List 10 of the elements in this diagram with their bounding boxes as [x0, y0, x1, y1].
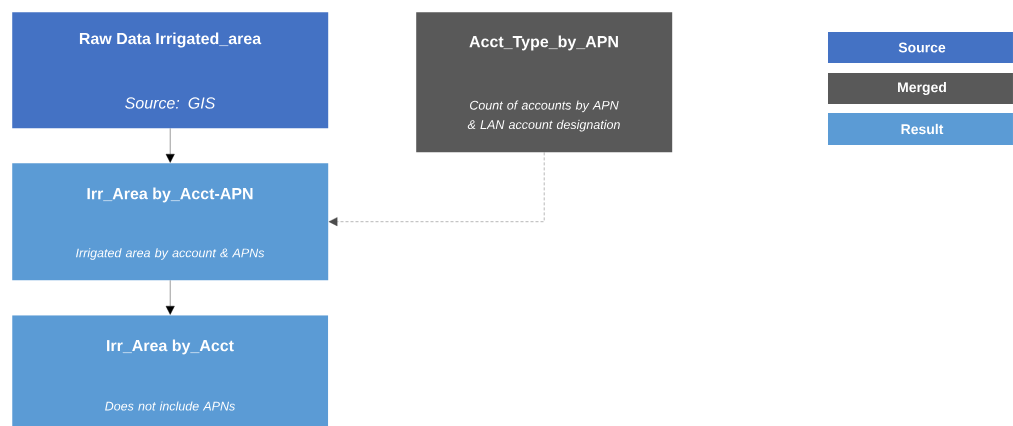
- process-box: Acct_Type_by_APN Count of accounts by APN & LAN account designation: [416, 12, 673, 153]
- legend-item: Source: [828, 32, 1013, 63]
- arrow: [165, 128, 175, 163]
- process-box: Irr_Area by_Acct-APN Irrigated area by account & APNs: [12, 163, 329, 281]
- legend-item: Result: [828, 113, 1013, 145]
- process-box: Irr_Area by_Acct Does not include APNs: [12, 315, 329, 426]
- arrow: [165, 280, 175, 315]
- arrow: [328, 152, 545, 227]
- process-box: Raw Data Irrigated_area Source: GIS: [12, 12, 329, 129]
- legend-item: Merged: [828, 73, 1013, 104]
